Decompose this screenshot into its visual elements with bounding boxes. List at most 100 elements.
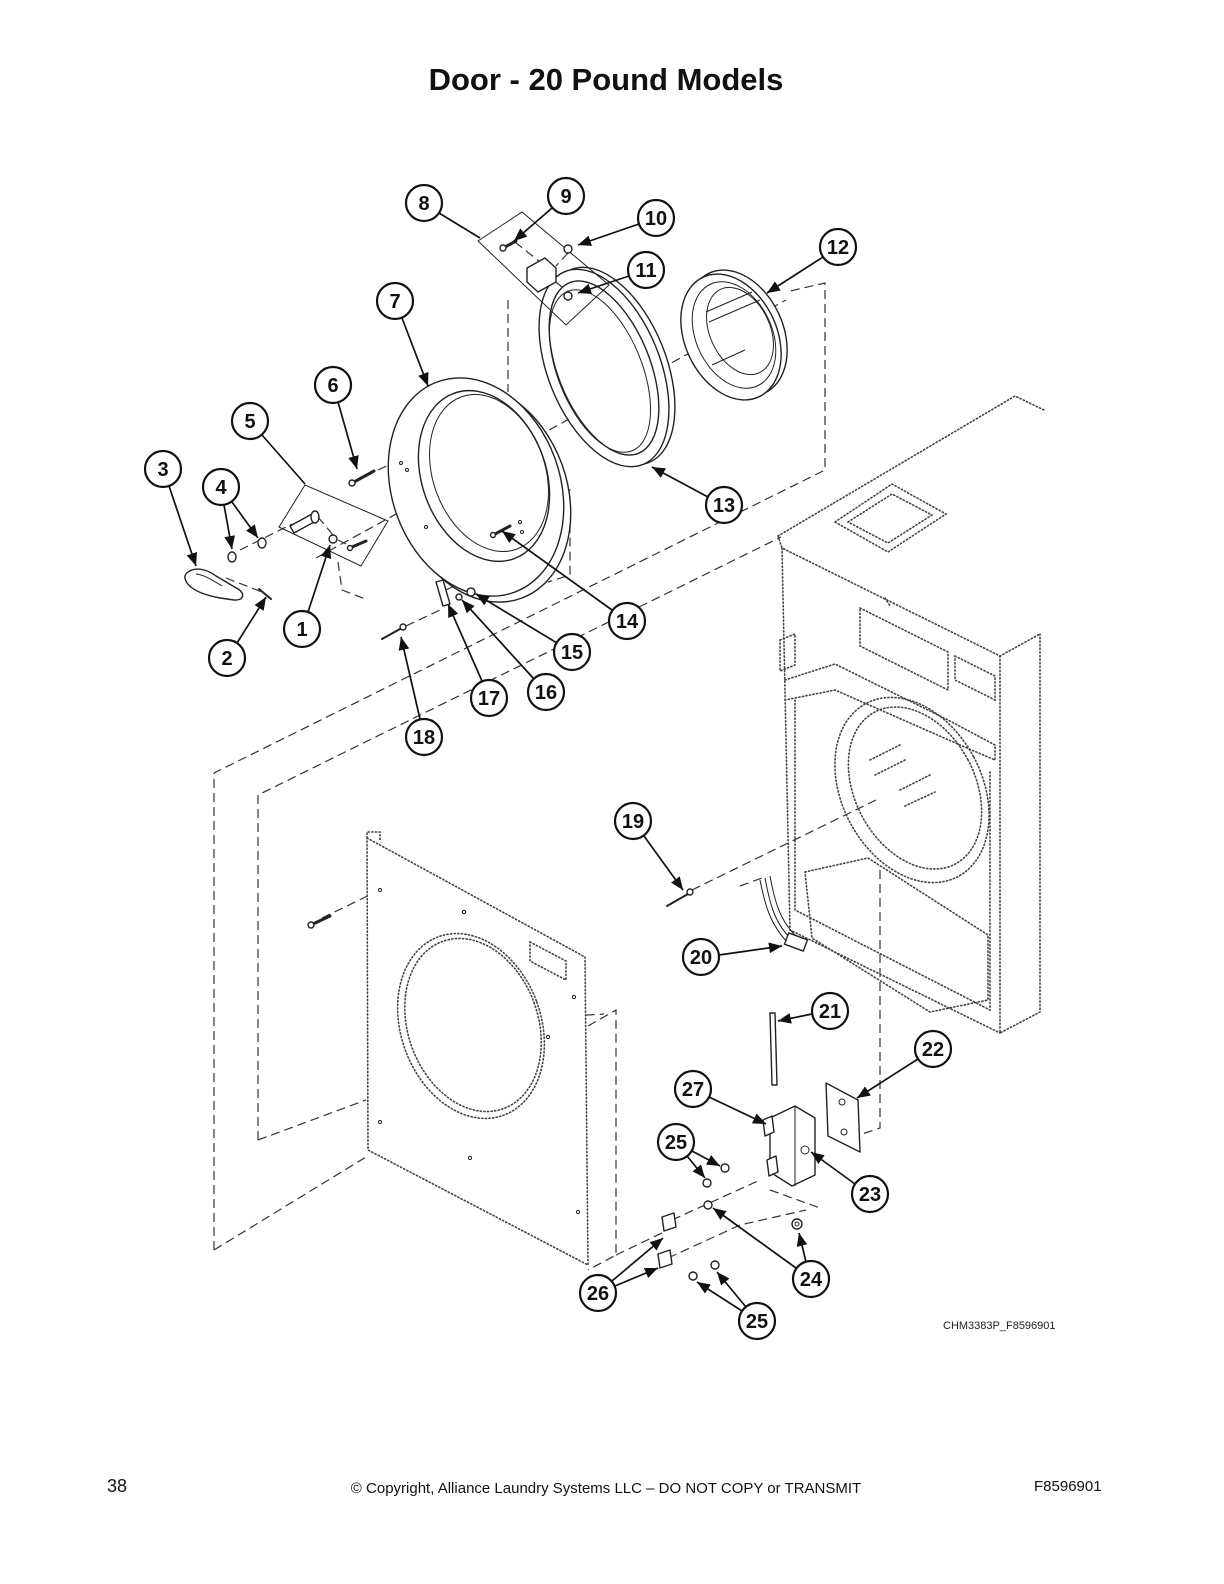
callout-circle	[613, 801, 653, 841]
callout-circle	[913, 1029, 953, 1069]
callout-circle	[230, 401, 270, 441]
callout-26: 26	[578, 1273, 618, 1313]
callout-number: 13	[713, 495, 735, 517]
callout-number: 1	[296, 619, 307, 641]
door-washers	[455, 587, 476, 601]
callout-number: 20	[690, 947, 712, 969]
callout-number: 5	[244, 411, 255, 433]
callout-circle	[791, 1259, 831, 1299]
callout-circle	[810, 991, 850, 1031]
document-number: F8596901	[1034, 1478, 1102, 1495]
callout-circle	[578, 1273, 618, 1313]
callout-number: 21	[819, 1001, 841, 1023]
callout-number: 15	[561, 642, 583, 664]
lock-rod	[769, 1012, 778, 1086]
callout-2: 2	[207, 638, 247, 678]
callout-number: 3	[157, 459, 168, 481]
callout-number: 25	[665, 1132, 687, 1154]
callout-number: 23	[859, 1184, 881, 1206]
panel-holes	[377, 887, 581, 1215]
lock-plate	[825, 1082, 861, 1153]
callout-number: 7	[389, 291, 400, 313]
callout-circle	[313, 365, 353, 405]
callout-circle	[656, 1122, 696, 1162]
callout-number: 4	[215, 477, 227, 499]
callout-4: 4	[201, 467, 241, 507]
door-glass	[680, 269, 788, 401]
callout-20: 20	[681, 937, 721, 977]
callout-14: 14	[607, 601, 647, 641]
callout-circle	[704, 485, 744, 525]
callout-number: 22	[922, 1039, 944, 1061]
callout-number: 6	[327, 375, 338, 397]
front-panel	[366, 831, 589, 1267]
callout-number: 2	[221, 648, 232, 670]
wire-harness	[759, 875, 809, 952]
page-title: Door - 20 Pound Models	[428, 62, 784, 97]
door-pins	[381, 579, 451, 640]
hinge-hardware-box	[477, 211, 610, 326]
page-number: 38	[107, 1476, 128, 1496]
callout-circle	[404, 183, 444, 223]
callout-number: 17	[478, 688, 500, 710]
callout-25-lower: 25	[737, 1301, 777, 1341]
handle-washers	[227, 537, 267, 563]
callout-circle	[526, 672, 566, 712]
callout-circle	[143, 449, 183, 489]
callout-16: 16	[526, 672, 566, 712]
callout-6: 6	[313, 365, 353, 405]
door-screws	[348, 469, 512, 539]
callout-circle	[207, 638, 247, 678]
door-gasket	[538, 266, 676, 468]
callout-circle	[737, 1301, 777, 1341]
callout-5: 5	[230, 401, 270, 441]
lock-nut	[791, 1218, 803, 1230]
callout-12: 12	[818, 227, 858, 267]
callout-1: 1	[282, 609, 322, 649]
callout-circle	[636, 198, 676, 238]
callout-circle	[681, 937, 721, 977]
callout-18: 18	[404, 717, 444, 757]
latch-pin	[666, 888, 694, 907]
callout-number: 25	[746, 1311, 768, 1333]
callout-11: 11	[626, 250, 666, 290]
handle-hardware-box	[278, 484, 389, 567]
switch-blocks	[657, 1212, 677, 1269]
callout-17: 17	[469, 678, 509, 718]
callout-number: 12	[827, 237, 849, 259]
callout-8: 8	[404, 183, 444, 223]
callout-10: 10	[636, 198, 676, 238]
callout-7: 7	[375, 281, 415, 321]
callout-number: 14	[616, 611, 639, 633]
leader-lines	[168, 207, 919, 1312]
callout-circle	[469, 678, 509, 718]
callout-circle	[626, 250, 666, 290]
callout-21: 21	[810, 991, 850, 1031]
callout-25-upper: 25	[656, 1122, 696, 1162]
callout-number: 11	[635, 260, 656, 282]
callout-circle	[282, 609, 322, 649]
callout-24: 24	[791, 1259, 831, 1299]
lock-washers	[688, 1163, 730, 1281]
callout-19: 19	[613, 801, 653, 841]
callout-circle	[818, 227, 858, 267]
panel-screw	[307, 914, 332, 929]
callout-circle	[607, 601, 647, 641]
callout-number: 16	[535, 682, 557, 704]
door-lock-assembly	[762, 1105, 816, 1187]
door-frame	[387, 377, 572, 603]
door-handle	[184, 568, 244, 601]
callout-22: 22	[913, 1029, 953, 1069]
callout-number: 19	[622, 811, 644, 833]
machine-cabinet	[777, 395, 1045, 1035]
callout-15: 15	[552, 632, 592, 672]
callout-3: 3	[143, 449, 183, 489]
callout-number: 9	[560, 186, 571, 208]
callout-number: 18	[413, 727, 435, 749]
callout-circle	[552, 632, 592, 672]
callout-circle	[375, 281, 415, 321]
callout-number: 24	[800, 1269, 823, 1291]
drawing-id: CHM3383P_F8596901	[943, 1320, 1056, 1332]
callout-number: 8	[418, 193, 429, 215]
